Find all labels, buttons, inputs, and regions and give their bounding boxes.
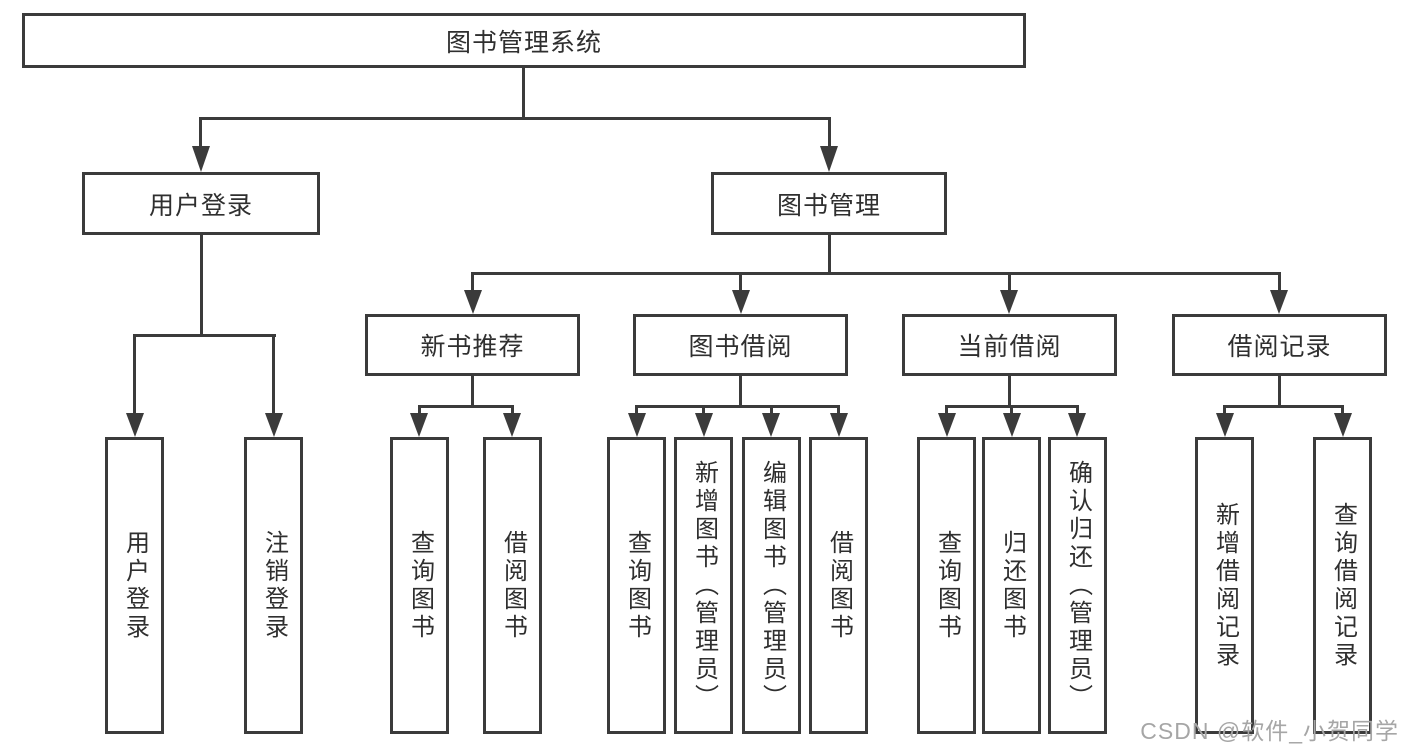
connector-book-mgmt-trunk bbox=[828, 234, 831, 274]
leaf-logout: 注销登录 bbox=[244, 437, 303, 734]
arrow-down-icon bbox=[830, 413, 848, 437]
leaf-borrow-books-recommend: 借阅图书 bbox=[483, 437, 542, 734]
connector-stub bbox=[199, 117, 202, 148]
arrow-down-icon bbox=[1334, 413, 1352, 437]
arrow-down-icon bbox=[503, 413, 521, 437]
arrow-down-icon bbox=[938, 413, 956, 437]
connector-stub bbox=[471, 272, 474, 292]
watermark-text: CSDN @软件_小贺同学 bbox=[1140, 718, 1399, 744]
leaf-add-borrow-record: 新增借阅记录 bbox=[1195, 437, 1254, 734]
arrow-down-icon bbox=[1000, 290, 1018, 314]
arrow-down-icon bbox=[628, 413, 646, 437]
connector-records-trunk bbox=[1278, 375, 1281, 407]
connector-recommend-split bbox=[418, 405, 514, 408]
arrow-down-icon bbox=[1003, 413, 1021, 437]
arrow-down-icon bbox=[1216, 413, 1234, 437]
arrow-down-icon bbox=[265, 413, 283, 437]
connector-stub bbox=[272, 334, 275, 415]
connector-user-login-split bbox=[133, 334, 276, 337]
node-book-management: 图书管理 bbox=[711, 172, 947, 235]
node-book-management-system: 图书管理系统 bbox=[22, 13, 1026, 68]
arrow-down-icon bbox=[695, 413, 713, 437]
connector-stub bbox=[1278, 272, 1281, 292]
connector-stub bbox=[1076, 405, 1079, 415]
node-current-borrow: 当前借阅 bbox=[902, 314, 1117, 376]
leaf-borrow-books: 借阅图书 bbox=[809, 437, 868, 734]
connector-stub bbox=[828, 117, 831, 148]
connector-stub bbox=[635, 405, 638, 415]
connector-level2-split bbox=[199, 117, 831, 120]
connector-records-split bbox=[1223, 405, 1344, 408]
leaf-query-books-current: 查询图书 bbox=[917, 437, 976, 734]
connector-user-login-trunk bbox=[200, 234, 203, 336]
connector-stub bbox=[770, 405, 773, 415]
leaf-return-book: 归还图书 bbox=[982, 437, 1041, 734]
connector-stub bbox=[739, 272, 742, 292]
connector-stub bbox=[418, 405, 421, 415]
leaf-add-book-admin: 新增图书（管理员） bbox=[674, 437, 733, 734]
arrow-down-icon bbox=[820, 146, 838, 172]
node-borrow-records: 借阅记录 bbox=[1172, 314, 1387, 376]
connector-borrow-split bbox=[635, 405, 840, 408]
arrow-down-icon bbox=[1068, 413, 1086, 437]
arrow-down-icon bbox=[762, 413, 780, 437]
node-book-borrow: 图书借阅 bbox=[633, 314, 848, 376]
connector-recommend-trunk bbox=[471, 375, 474, 407]
connector-root-trunk bbox=[522, 68, 525, 120]
node-new-book-recommend: 新书推荐 bbox=[365, 314, 580, 376]
connector-stub bbox=[1008, 272, 1011, 292]
connector-stub bbox=[1341, 405, 1344, 415]
connector-current-trunk bbox=[1008, 375, 1011, 407]
arrow-down-icon bbox=[126, 413, 144, 437]
arrow-down-icon bbox=[192, 146, 210, 172]
arrow-down-icon bbox=[1270, 290, 1288, 314]
connector-stub bbox=[1223, 405, 1226, 415]
node-user-login: 用户登录 bbox=[82, 172, 320, 235]
arrow-down-icon bbox=[732, 290, 750, 314]
leaf-query-books-borrow: 查询图书 bbox=[607, 437, 666, 734]
connector-stub bbox=[1010, 405, 1013, 415]
leaf-edit-book-admin: 编辑图书（管理员） bbox=[742, 437, 801, 734]
connector-stub bbox=[945, 405, 948, 415]
leaf-query-borrow-record: 查询借阅记录 bbox=[1313, 437, 1372, 734]
arrow-down-icon bbox=[410, 413, 428, 437]
leaf-confirm-return-admin: 确认归还（管理员） bbox=[1048, 437, 1107, 734]
leaf-user-login: 用户登录 bbox=[105, 437, 164, 734]
connector-stub bbox=[702, 405, 705, 415]
leaf-query-books-recommend: 查询图书 bbox=[390, 437, 449, 734]
connector-borrow-trunk bbox=[739, 375, 742, 407]
arrow-down-icon bbox=[464, 290, 482, 314]
connector-stub bbox=[133, 334, 136, 415]
connector-level3-split bbox=[471, 272, 1281, 275]
connector-stub bbox=[511, 405, 514, 415]
connector-stub bbox=[837, 405, 840, 415]
